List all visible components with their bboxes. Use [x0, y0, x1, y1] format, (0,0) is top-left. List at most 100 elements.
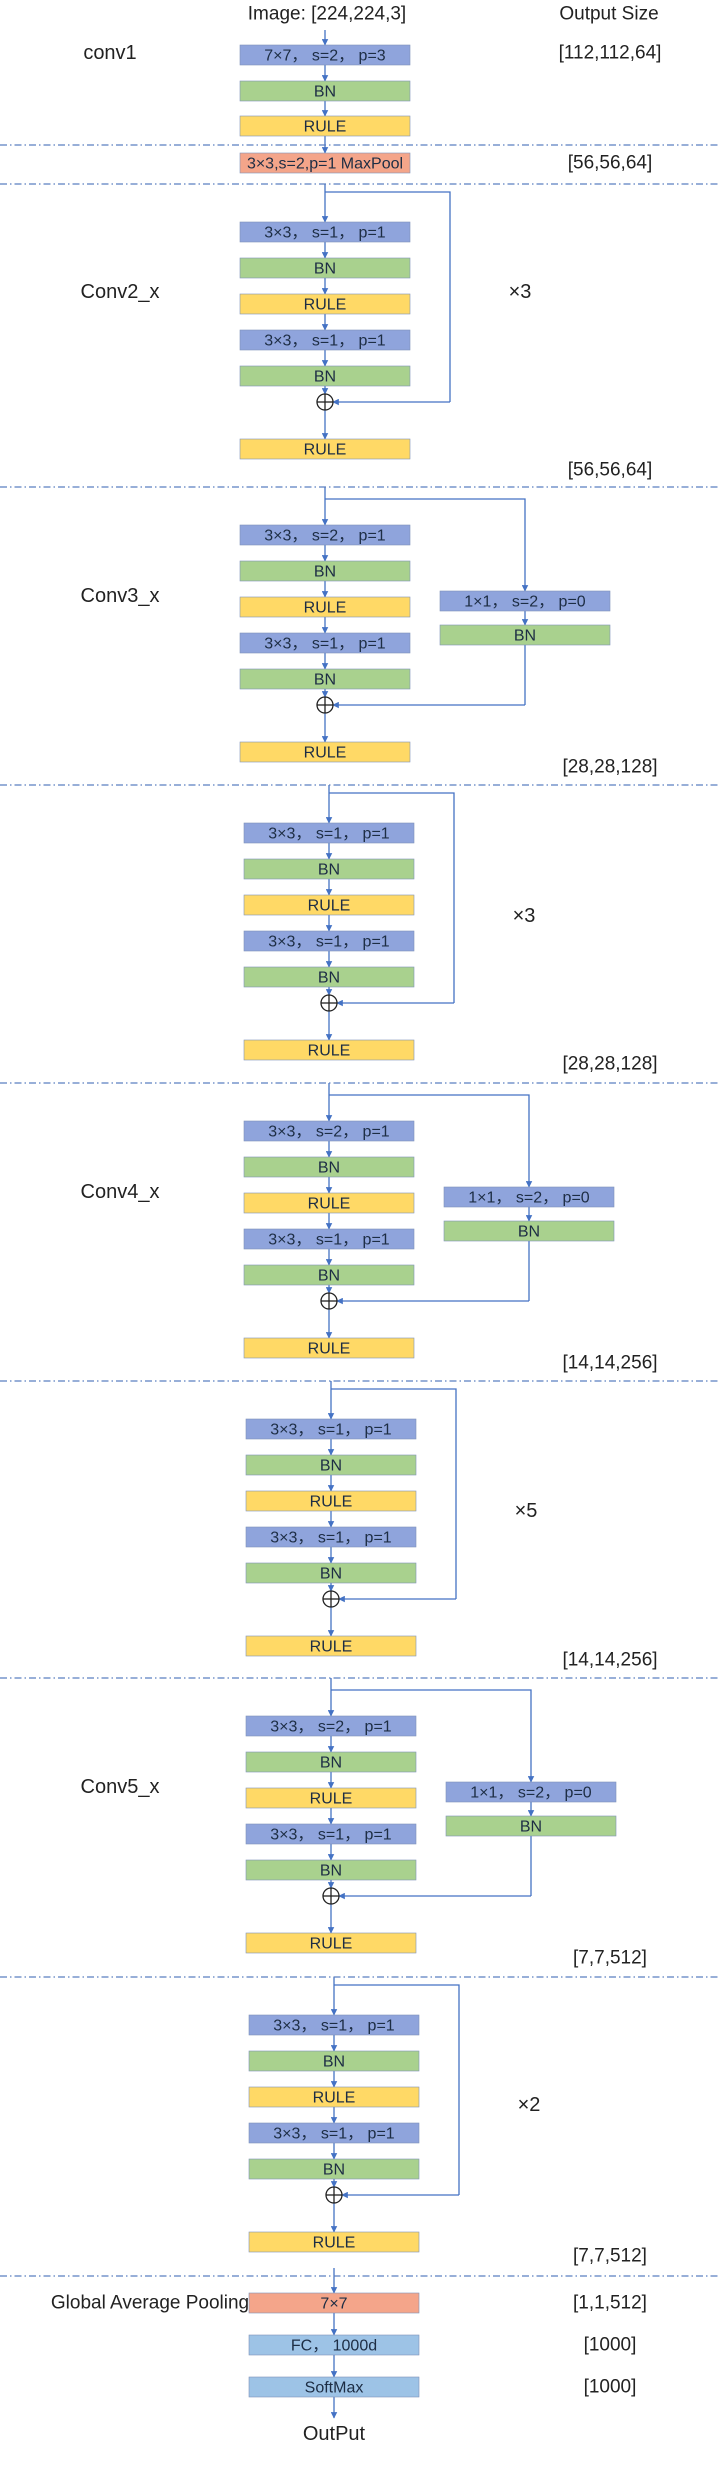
- conv4-id-repeat: ×5: [515, 1500, 538, 1522]
- conv5-id-rule-a: [248, 2086, 420, 2108]
- conv5-id-repeat: ×2: [518, 2094, 541, 2116]
- conv3-id-conv3x3-a: [243, 822, 415, 844]
- conv4-rule-a-label: RULE: [308, 1196, 351, 1213]
- conv5-id-conv3x3-b-label: 3×3， s=1， p=1: [273, 2126, 395, 2143]
- conv3-id-repeat: ×3: [513, 905, 536, 927]
- conv5-bn-b-label: BN: [320, 1863, 342, 1880]
- conv1-conv7x7: [239, 44, 411, 66]
- conv5-id-rule-out-label: RULE: [313, 2235, 356, 2252]
- conv2-shortcut: [325, 191, 451, 402]
- conv4-id-conv3x3-a-label: 3×3， s=1， p=1: [270, 1422, 392, 1439]
- conv4-conv1x1-s2-label: 1×1， s=2， p=0: [468, 1190, 590, 1207]
- conv4-downsample-path: [329, 1094, 533, 1188]
- maxpool-block: [239, 152, 411, 174]
- conv3-downsample-bn-label: BN: [514, 628, 536, 645]
- conv4-id-rule-out: [245, 1635, 417, 1657]
- conv5-id-rule-a-label: RULE: [313, 2090, 356, 2107]
- conv5-downsample-bn-label: BN: [520, 1819, 542, 1836]
- conv5-id-conv3x3-a: [248, 2014, 420, 2036]
- conv3-id-size: [28,28,128]: [562, 1054, 657, 1075]
- conv4-rule-out-label: RULE: [308, 1341, 351, 1358]
- conv5-conv1x1-s2: [445, 1781, 617, 1803]
- softmax-block: [248, 2376, 420, 2398]
- conv2-rule-out: [239, 438, 411, 460]
- conv3-id-conv3x3-b: [243, 930, 415, 952]
- conv5-conv3x3-s2-label: 3×3， s=2， p=1: [270, 1719, 392, 1736]
- conv2-bn-b: [239, 365, 411, 387]
- conv4-id-shortcut: [331, 1388, 457, 1599]
- fc-block: [248, 2334, 420, 2356]
- conv4-id-bn-b: [245, 1562, 417, 1584]
- conv3-bn-b-label: BN: [314, 672, 336, 689]
- conv1-bn: [239, 80, 411, 102]
- conv5-id-conv3x3-a-label: 3×3， s=1， p=1: [273, 2018, 395, 2035]
- conv3-bn-a: [239, 560, 411, 582]
- conv3-id-shortcut: [329, 792, 455, 1003]
- conv4-id-conv3x3-b: [245, 1526, 417, 1548]
- size-gap: [1,1,512]: [573, 2293, 647, 2314]
- stage-label-conv2: Conv2_x: [81, 281, 160, 303]
- conv3-conv1x1-s2: [439, 590, 611, 612]
- conv4-conv3x3-b: [243, 1228, 415, 1250]
- conv4-conv3x3-s2-label: 3×3， s=2， p=1: [268, 1124, 390, 1141]
- conv3-downsample-bn: [439, 624, 611, 646]
- conv5-id-bn-b-label: BN: [323, 2162, 345, 2179]
- conv3-rule-out: [239, 741, 411, 763]
- size-maxpool: [56,56,64]: [568, 153, 653, 174]
- conv2-bn-a-label: BN: [314, 261, 336, 278]
- conv4-id-bn-b-label: BN: [320, 1566, 342, 1583]
- conv3-id-bn-b: [243, 966, 415, 988]
- conv4-id-rule-out-label: RULE: [310, 1639, 353, 1656]
- conv5-size: [7,7,512]: [573, 1948, 647, 1969]
- conv4-size: [14,14,256]: [562, 1353, 657, 1374]
- conv5-downsample-bn: [445, 1815, 617, 1837]
- conv4-bn-b-label: BN: [318, 1268, 340, 1285]
- conv2-conv3x3-a-label: 3×3， s=1， p=1: [264, 225, 386, 242]
- conv3-conv3x3-s2: [239, 524, 411, 546]
- conv3-id-rule-a: [243, 894, 415, 916]
- conv2-rule-a-label: RULE: [304, 297, 347, 314]
- input-label: Image: [224,224,3]: [248, 4, 406, 25]
- conv4-id-rule-a-label: RULE: [310, 1494, 353, 1511]
- conv2-size: [56,56,64]: [568, 460, 653, 481]
- maxpool-block-label: 3×3,s=2,p=1 MaxPool: [247, 156, 403, 173]
- conv2-rule-a: [239, 293, 411, 315]
- conv3-id-rule-a-label: RULE: [308, 898, 351, 915]
- conv5-rule-a: [245, 1787, 417, 1809]
- conv2-bn-a: [239, 257, 411, 279]
- conv3-conv1x1-s2-label: 1×1， s=2， p=0: [464, 594, 586, 611]
- conv3-conv3x3-s2-label: 3×3， s=2， p=1: [264, 528, 386, 545]
- output-size-header: Output Size: [559, 4, 658, 25]
- softmax-block-label: SoftMax: [305, 2380, 364, 2397]
- conv3-id-conv3x3-b-label: 3×3， s=1， p=1: [268, 934, 390, 951]
- conv3-downsample-path: [325, 498, 529, 592]
- conv2-conv3x3-b-label: 3×3， s=1， p=1: [264, 333, 386, 350]
- conv4-id-size: [14,14,256]: [562, 1650, 657, 1671]
- conv3-rule-out-label: RULE: [304, 745, 347, 762]
- conv1-rule: [239, 115, 411, 137]
- conv4-bn-b: [243, 1264, 415, 1286]
- stage-label-conv1: conv1: [83, 42, 136, 64]
- conv3-rule-a: [239, 596, 411, 618]
- conv3-id-rule-out: [243, 1039, 415, 1061]
- conv4-bn-a: [243, 1156, 415, 1178]
- conv5-id-conv3x3-b: [248, 2122, 420, 2144]
- conv3-size: [28,28,128]: [562, 757, 657, 778]
- conv5-id-bn-a: [248, 2050, 420, 2072]
- conv4-rule-a: [243, 1192, 415, 1214]
- conv3-rule-a-label: RULE: [304, 600, 347, 617]
- conv5-conv3x3-b-label: 3×3， s=1， p=1: [270, 1827, 392, 1844]
- conv2-rule-out-label: RULE: [304, 442, 347, 459]
- conv4-id-rule-a: [245, 1490, 417, 1512]
- fc-block-label: FC， 1000d: [291, 2338, 377, 2355]
- gap-block: [248, 2292, 420, 2314]
- conv4-conv1x1-s2: [443, 1186, 615, 1208]
- conv3-id-conv3x3-a-label: 3×3， s=1， p=1: [268, 826, 390, 843]
- conv4-id-conv3x3-a: [245, 1418, 417, 1440]
- conv5-id-shortcut: [334, 1984, 460, 2195]
- conv1-conv7x7-label: 7×7， s=2， p=3: [264, 48, 386, 65]
- conv5-conv1x1-s2-label: 1×1， s=2， p=0: [470, 1785, 592, 1802]
- conv4-conv3x3-s2: [243, 1120, 415, 1142]
- stage-label-gap: Global Average Pooling: [51, 2293, 249, 2314]
